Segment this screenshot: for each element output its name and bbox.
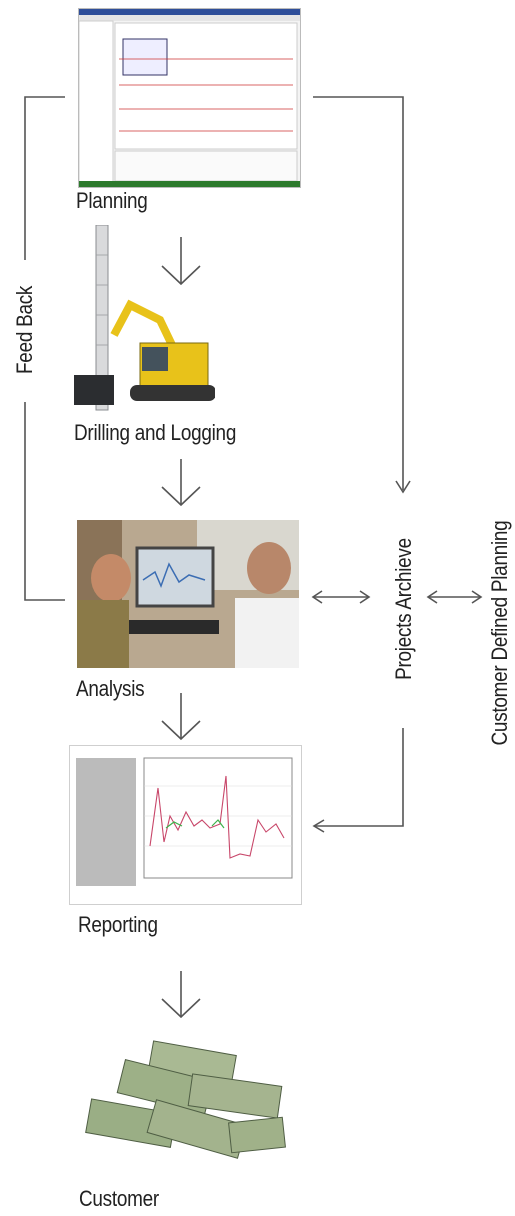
stage-planning: Planning <box>76 188 148 213</box>
stage-analysis: Analysis <box>76 676 145 701</box>
stage-customer: Customer <box>79 1186 159 1211</box>
report-screenshot <box>69 745 302 905</box>
feedback-bracket-lower <box>24 402 65 601</box>
planning-to-archive-line <box>313 96 404 490</box>
stage-reporting: Reporting <box>78 912 158 937</box>
reporting-arrowhead <box>312 819 325 833</box>
money-stacks-image <box>80 1040 295 1170</box>
drill-rig-image <box>70 225 215 415</box>
down-arrow-4 <box>161 998 201 1019</box>
feedback-label: Feed Back <box>12 285 37 374</box>
customer-defined-planning-label: Customer Defined Planning <box>487 520 512 746</box>
down-arrow-2 <box>161 486 201 507</box>
archive-arrowhead <box>395 480 411 494</box>
analysis-photo <box>77 520 299 668</box>
down-arrow-1 <box>161 265 201 286</box>
stage-drilling: Drilling and Logging <box>74 420 237 445</box>
archive-to-reporting-line <box>315 728 404 827</box>
feedback-bracket <box>24 96 65 260</box>
planning-software-screenshot <box>78 8 301 188</box>
down-arrow-3 <box>161 720 201 741</box>
projects-archive-label: Projects Archieve <box>391 538 416 680</box>
